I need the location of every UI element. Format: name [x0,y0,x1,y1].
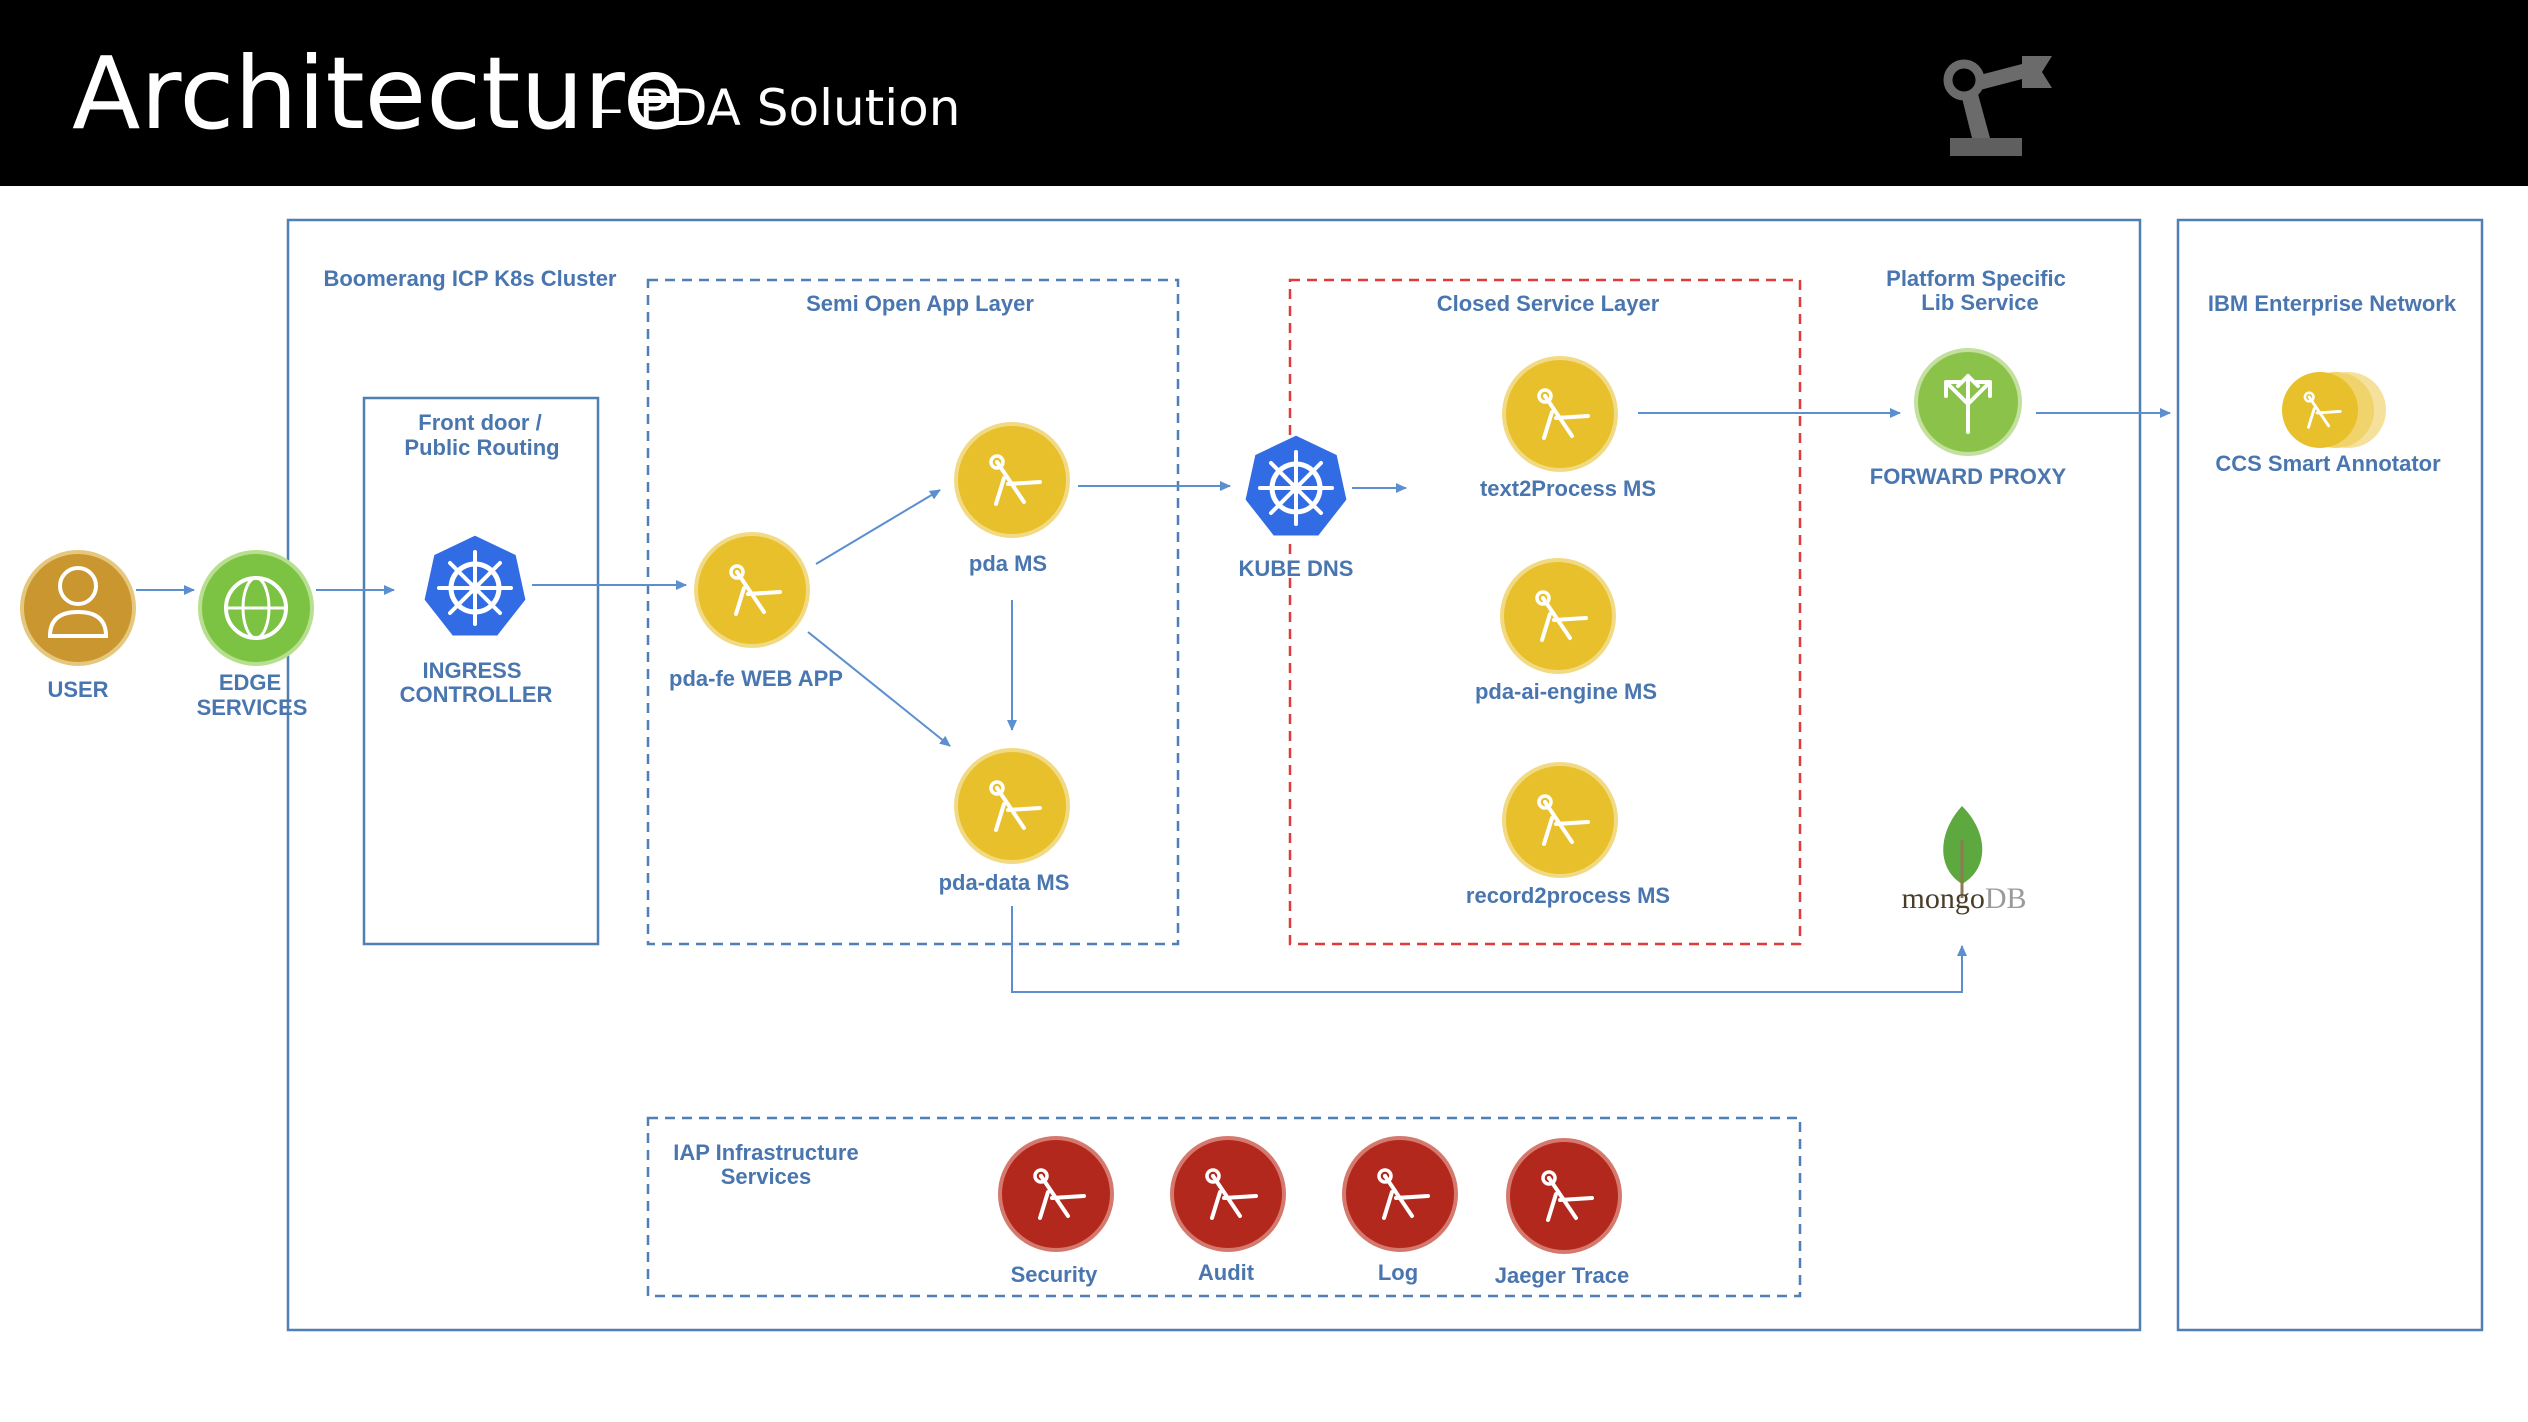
trace-icon [1506,1138,1622,1254]
mongodb-logo: mongoDB [1901,882,2026,915]
iap-service-label: Log [1378,1260,1418,1285]
front-door-boundary [362,396,600,946]
ingress-label: INGRESS [422,658,521,683]
semi-open-layer-label: Semi Open App Layer [806,291,1034,316]
platform-lib-label: Lib Service [1921,290,2038,315]
text2process-label: text2Process MS [1480,476,1656,501]
ingress-label: CONTROLLER [400,682,553,707]
kubernetes-icon [1244,434,1348,537]
ibm-network-label: IBM Enterprise Network [2208,291,2457,316]
arrow-pdafe-pdams [815,489,941,565]
user-node [20,550,136,666]
cluster-label: Boomerang ICP K8s Cluster [323,266,616,291]
audit-icon [1170,1136,1286,1252]
closed-layer-boundary [1288,278,1802,946]
pda-ms-label: pda MS [969,551,1047,576]
iap-services-boundary [646,1116,1802,1298]
header-bar: Architecture – PDA Solution [0,0,2528,186]
user-label: USER [47,677,108,702]
iap-service-label: Jaeger Trace [1495,1263,1630,1288]
ibm-network-boundary [2176,218,2484,1332]
arrow-pdafe-pdadata [807,631,951,747]
microservice-icon [2282,372,2358,448]
front-door-label: Front door / [418,410,541,435]
microservice-icon [1502,356,1618,472]
forward-proxy-node [1914,348,2022,456]
front-door-label: Public Routing [404,435,559,460]
iap-label: Services [721,1164,812,1189]
page-title: Architecture [72,35,685,152]
iap-label: IAP Infrastructure [673,1140,858,1165]
microservice-icon [1502,762,1618,878]
pda-ai-engine-label: pda-ai-engine MS [1475,679,1657,704]
annotator-node [2282,372,2386,448]
connectors [136,408,2171,993]
microservice-icon [1500,558,1616,674]
arrow-pdadata-mongodb [1011,906,1967,993]
edge-services-label: SERVICES [197,695,308,720]
microservice-icon [954,422,1070,538]
microservice-icon [954,748,1070,864]
pda-fe-label: pda-fe WEB APP [669,666,843,691]
log-icon [1342,1136,1458,1252]
security-icon [998,1136,1114,1252]
forward-proxy-label: FORWARD PROXY [1870,464,2067,489]
iap-service-label: Security [1011,1262,1099,1287]
kubernetes-icon [423,534,527,637]
robot-arm-icon [1943,56,2052,156]
edge-services-node [198,550,314,666]
cluster-boundary [286,218,2142,1332]
closed-layer-label: Closed Service Layer [1437,291,1660,316]
semi-open-layer-boundary [646,278,1180,946]
microservice-icon [694,532,810,648]
iap-service-label: Audit [1198,1260,1255,1285]
record2process-label: record2process MS [1466,883,1670,908]
pda-data-label: pda-data MS [939,870,1070,895]
edge-services-label: EDGE [219,670,281,695]
page-subtitle: – PDA Solution [598,79,961,137]
kube-dns-label: KUBE DNS [1239,556,1354,581]
platform-lib-label: Platform Specific [1886,266,2066,291]
annotator-label: CCS Smart Annotator [2215,451,2441,476]
